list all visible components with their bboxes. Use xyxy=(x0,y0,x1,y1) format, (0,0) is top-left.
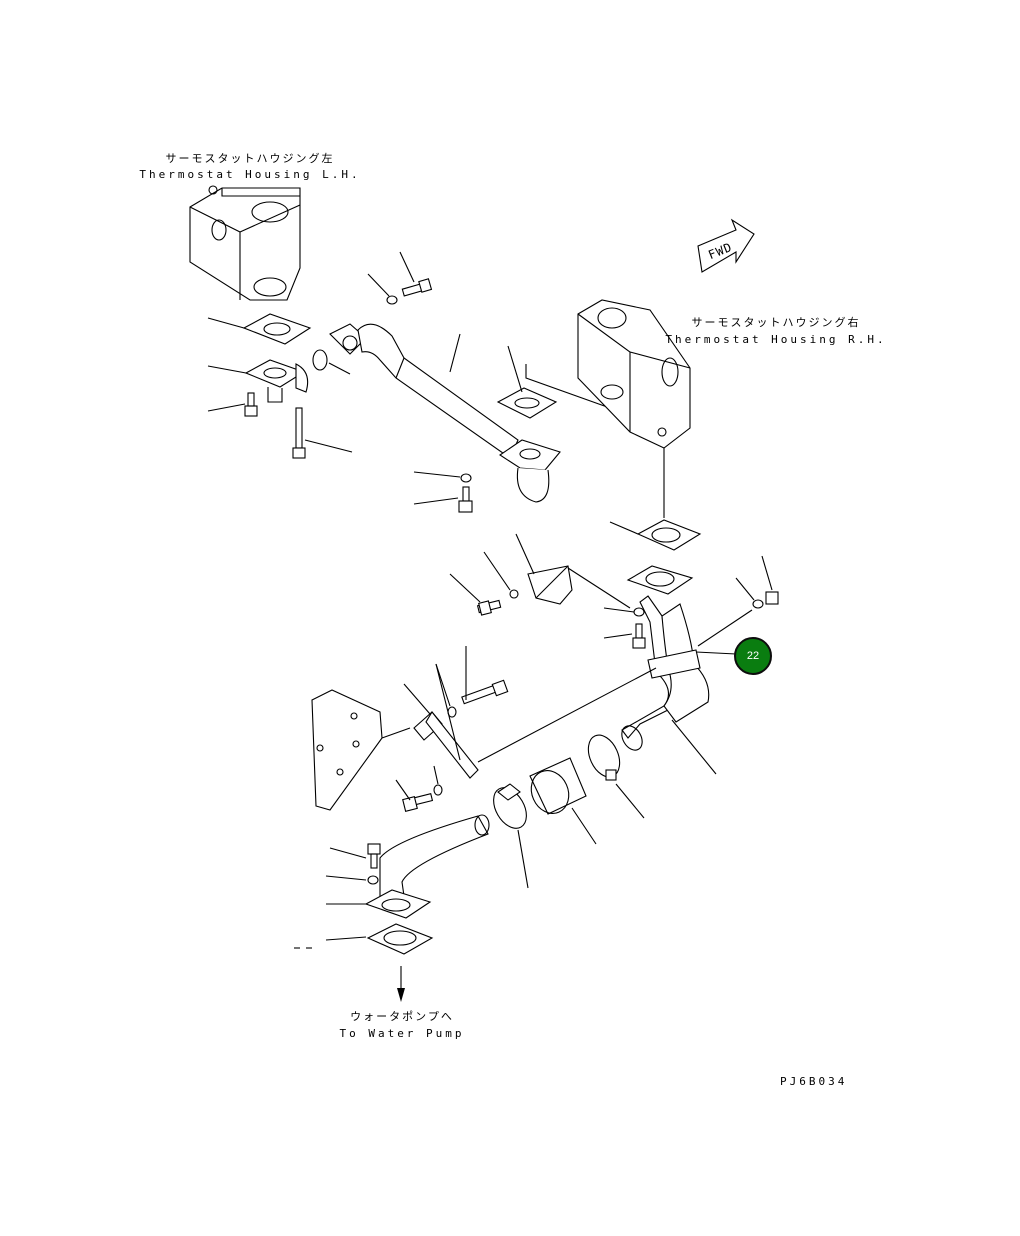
bolt-long-lh xyxy=(292,407,353,459)
bracket-plate xyxy=(311,689,411,811)
thermostat-rh-label-en: Thermostat Housing R.H. xyxy=(665,333,887,346)
flange-connector-lh xyxy=(207,359,309,403)
gasket-lower xyxy=(294,923,434,955)
o-ring xyxy=(312,349,351,375)
lower-elbow xyxy=(326,814,490,919)
washer-bolt-top xyxy=(367,251,433,305)
bracket-clip xyxy=(449,533,631,616)
rubber-hose xyxy=(529,757,597,845)
washer-bolt-mid xyxy=(413,471,473,513)
gasket-mid xyxy=(496,345,611,419)
thermostat-lh-label-en: Thermostat Housing L.H. xyxy=(139,168,361,181)
thermostat-lh-label-jp: サーモスタットハウジング左 xyxy=(165,152,335,165)
hose-clamp-upper xyxy=(587,734,645,819)
water-tube xyxy=(621,565,737,775)
thermostat-housing-lh xyxy=(189,185,301,301)
thermostat-rh-label-jp: サーモスタットハウジング右 xyxy=(691,316,861,329)
hose-clamp-lower xyxy=(493,783,529,889)
spacer-link xyxy=(395,646,509,812)
drawing-code: PJ6B034 xyxy=(780,1075,848,1088)
down-arrow-icon xyxy=(397,966,405,1002)
callout-22-button[interactable]: 22 xyxy=(734,637,772,675)
upper-water-pipe xyxy=(329,323,561,503)
bolt-small-lh xyxy=(207,392,258,417)
thermostat-housing-rh xyxy=(577,299,691,518)
water-pump-label-jp: ウォータポンプへ xyxy=(350,1010,454,1023)
gasket-lh xyxy=(207,313,312,345)
water-pump-label-en: To Water Pump xyxy=(339,1027,465,1040)
gasket-rh xyxy=(609,519,702,551)
fwd-arrow-icon xyxy=(697,218,755,273)
nut-washer-right xyxy=(735,555,779,609)
bolt-tube xyxy=(603,607,646,649)
bolt-washer-lower xyxy=(325,843,381,885)
tie-rod xyxy=(477,609,753,763)
